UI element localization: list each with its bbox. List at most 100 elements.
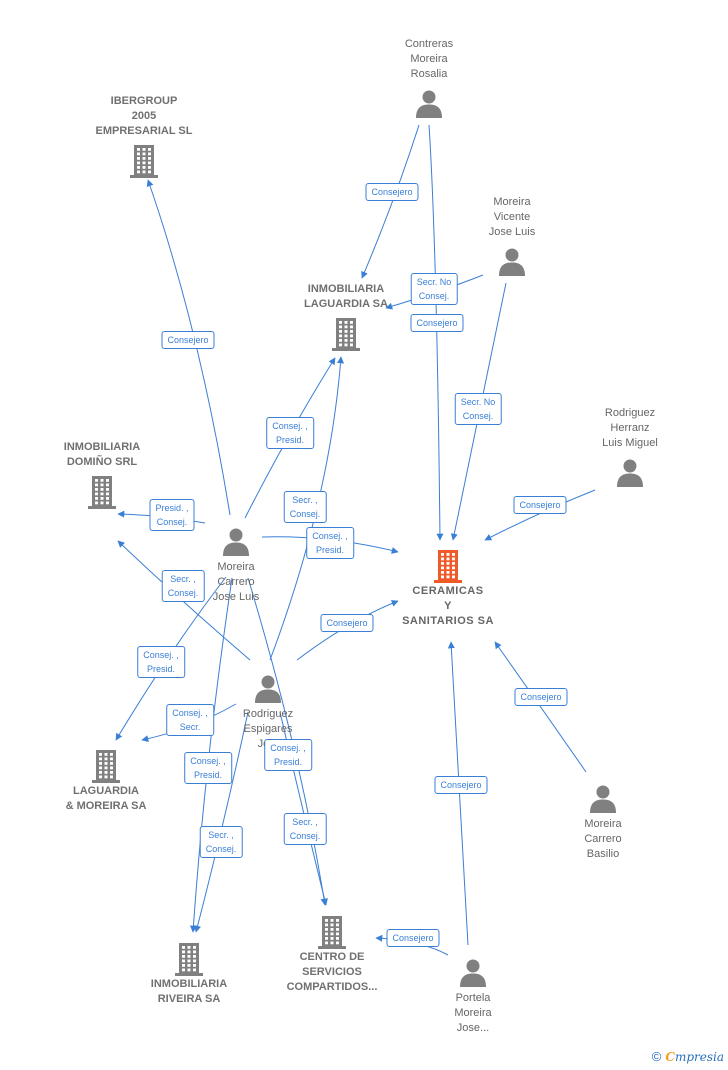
- edge-label-line: Presid. ,: [155, 503, 189, 513]
- edge-label[interactable]: Secr. , Consej.: [199, 826, 243, 858]
- edge-label[interactable]: Consejero: [320, 614, 374, 632]
- edge-label[interactable]: Consej. ,Presid.: [137, 646, 185, 678]
- node-label-line: Portela: [455, 992, 491, 1004]
- edge-label-line: Consejero: [392, 933, 434, 943]
- person-icon[interactable]: [588, 784, 618, 814]
- edge-label-line: Consej.: [167, 588, 199, 598]
- edge-label-line: Consej.: [418, 291, 450, 301]
- edge-line: [494, 641, 587, 773]
- node-label-line: 2005: [131, 110, 157, 122]
- node-label-line: & MOREIRA SA: [65, 800, 147, 812]
- edge-label-line: Consej. ,: [272, 421, 308, 431]
- edge-label-line: Secr. No: [460, 397, 496, 407]
- person-icon[interactable]: [221, 527, 251, 557]
- edge-label[interactable]: Consejero: [434, 776, 488, 794]
- edge-label[interactable]: Secr. No Consej.: [454, 393, 502, 425]
- node-label-line: Jose Luis: [488, 226, 536, 238]
- edge-label[interactable]: Consej. ,Presid.: [306, 527, 354, 559]
- edge-label[interactable]: Secr. , Consej.: [161, 570, 205, 602]
- node-label-line: Vicente: [493, 211, 531, 223]
- node-label-line: Moreira: [584, 818, 622, 830]
- edge-label-line: Secr. No: [416, 277, 452, 287]
- brand-initial: C: [665, 1050, 675, 1064]
- copyright-symbol: ©: [651, 1049, 662, 1064]
- edge-label[interactable]: Consejero: [386, 929, 440, 947]
- node-label-line: LAGUARDIA: [73, 785, 139, 797]
- company-icon[interactable]: [128, 143, 160, 179]
- edge-line: [194, 711, 249, 933]
- edge-line: [447, 641, 469, 946]
- node-label-line: Rodriguez: [242, 708, 294, 720]
- node-label-line: Carrero: [584, 833, 622, 845]
- edge-label-line: Secr. ,: [208, 830, 234, 840]
- person-icon[interactable]: [497, 247, 527, 277]
- edge-label[interactable]: Secr. , Consej.: [283, 813, 327, 845]
- node-label-line: CERAMICAS: [412, 585, 484, 597]
- edge-label[interactable]: Consejero: [365, 183, 419, 201]
- edge-label[interactable]: Consejero: [161, 331, 215, 349]
- company-icon[interactable]: [173, 941, 205, 977]
- edge-label-line: Consej. ,: [190, 756, 226, 766]
- node-label-line: Basilio: [586, 848, 620, 860]
- edge-label-line: Consej. ,: [172, 708, 208, 718]
- person-icon[interactable]: [615, 458, 645, 488]
- edge-label-line: Consej.: [205, 844, 237, 854]
- node-label-line: Rosalia: [410, 68, 448, 80]
- edge-label-line: Consejero: [416, 318, 458, 328]
- node-label-line: Jose...: [456, 1022, 490, 1034]
- company-icon[interactable]: [316, 914, 348, 950]
- person-icon[interactable]: [458, 958, 488, 988]
- edge-label[interactable]: Consejero: [514, 688, 568, 706]
- edge-label-line: Secr. ,: [292, 817, 318, 827]
- edge-label-line: Consejero: [371, 187, 413, 197]
- node-label-line: Y: [444, 600, 452, 612]
- company-icon[interactable]: [86, 474, 118, 510]
- edge-label-line: Presid.: [146, 664, 175, 674]
- edge-label[interactable]: Consej. , Secr.: [166, 704, 214, 736]
- node-label-line: Herranz: [610, 422, 650, 434]
- edge-label[interactable]: Presid. ,Consej.: [149, 499, 195, 531]
- edge-label-line: Secr. ,: [170, 574, 196, 584]
- person-icon[interactable]: [414, 89, 444, 119]
- edge-label[interactable]: Consej. ,Presid.: [264, 739, 312, 771]
- company-icon[interactable]: [330, 316, 362, 352]
- node-label-line: RIVEIRA SA: [157, 993, 221, 1005]
- node-label-line: Espigares: [243, 723, 293, 735]
- edge-label-line: Presid.: [273, 757, 302, 767]
- edge-label-line: Consej.: [289, 831, 321, 841]
- node-label-line: INMOBILIARIA: [63, 441, 141, 453]
- edge-label[interactable]: Consejero: [513, 496, 567, 514]
- node-label[interactable]: LAGUARDIA & MOREIRA SA: [66, 784, 147, 814]
- edge-label-line: Consej. ,: [312, 531, 348, 541]
- edge-line: [361, 124, 420, 279]
- edge-label[interactable]: Secr. ,Consej.: [283, 491, 327, 523]
- edge-label-line: Consej.: [462, 411, 494, 421]
- brand-name: mpresia: [674, 1050, 724, 1064]
- edge-label[interactable]: Secr. No Consej.: [410, 273, 458, 305]
- edge-label-line: Secr.: [179, 722, 201, 732]
- node-label-line: Carrero: [217, 576, 255, 588]
- node-label-line: COMPARTIDOS...: [286, 981, 378, 993]
- person-icon[interactable]: [253, 674, 283, 704]
- company-icon[interactable]: [90, 748, 122, 784]
- edge-label-line: Consejero: [326, 618, 368, 628]
- edge-label[interactable]: Consej. ,Presid.: [266, 417, 314, 449]
- node-label-line: LAGUARDIA SA: [304, 298, 388, 310]
- edge-label[interactable]: Consej. ,Presid.: [184, 752, 232, 784]
- main-company-icon[interactable]: [432, 548, 464, 584]
- edge-label-line: Consejero: [167, 335, 209, 345]
- edge-label[interactable]: Consejero: [410, 314, 464, 332]
- node-label-line: Moreira: [454, 1007, 492, 1019]
